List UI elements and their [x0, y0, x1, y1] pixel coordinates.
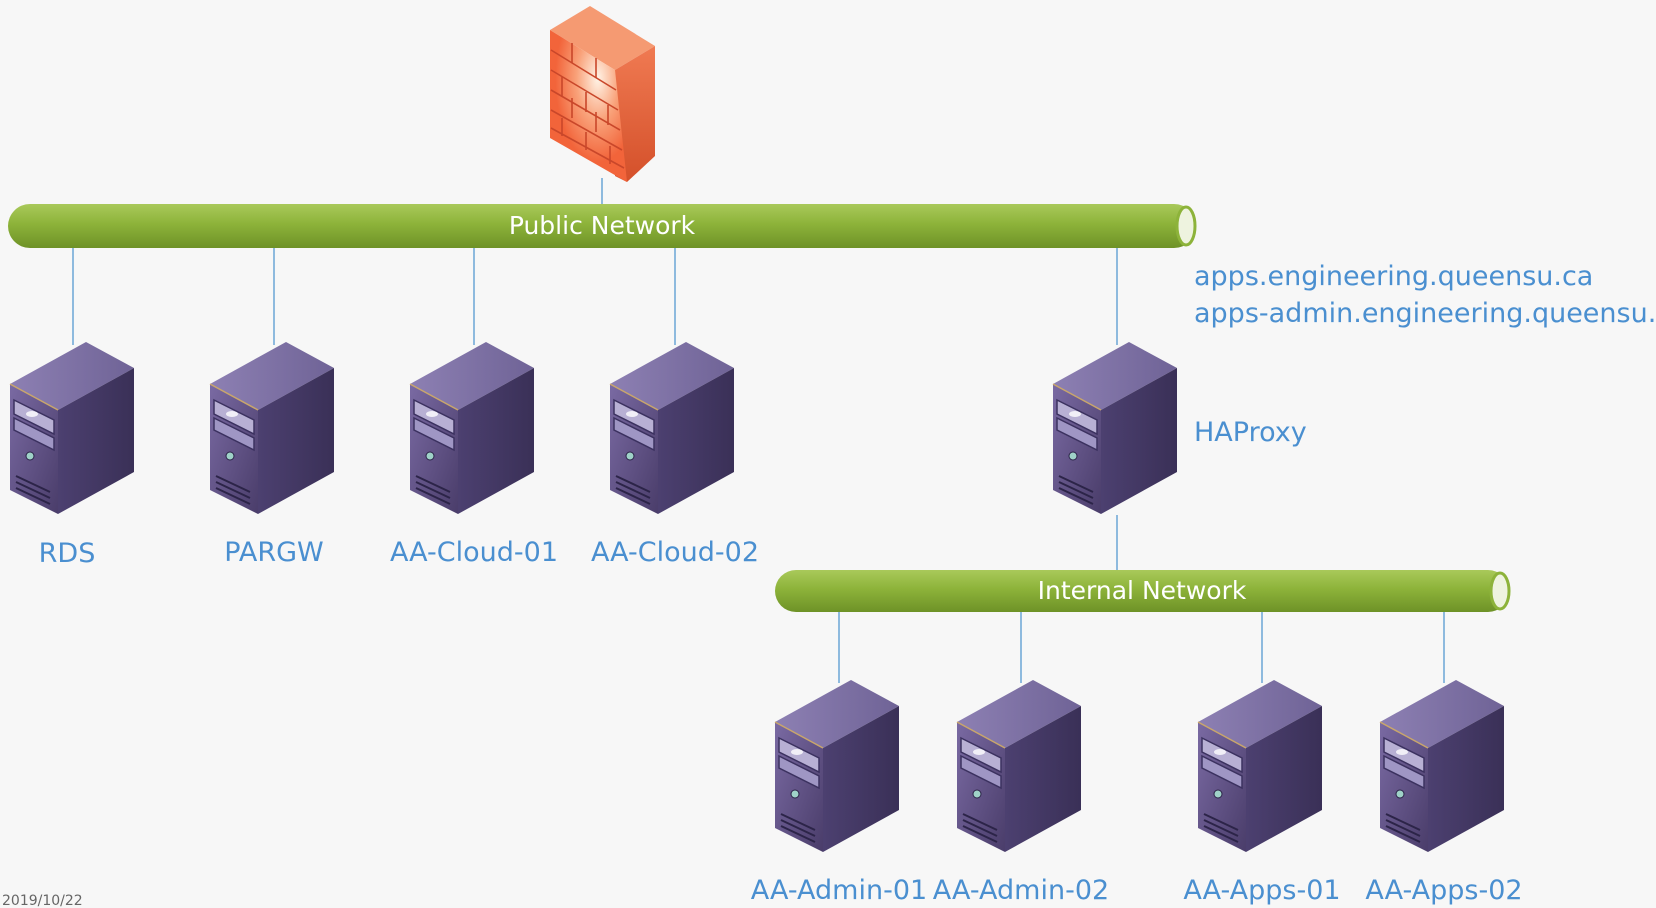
connector-lines	[72, 178, 1445, 683]
server-icon	[1379, 679, 1505, 853]
public-network-bus: Public Network	[8, 204, 1197, 248]
domain-label-apps-admin: apps-admin.engineering.queensu.ca	[1194, 298, 1656, 329]
server-label-aa-cloud-01: AA-Cloud-01	[390, 537, 558, 568]
server-label-pargw: PARGW	[224, 537, 323, 568]
server-label-haproxy: HAProxy	[1194, 417, 1307, 448]
server-label-aa-admin-02: AA-Admin-02	[933, 875, 1109, 906]
firewall-icon	[550, 6, 655, 182]
internal-network-bus: Internal Network	[775, 570, 1511, 612]
server-icon	[1052, 341, 1178, 515]
server-icon	[409, 341, 535, 515]
public-network-label: Public Network	[509, 211, 696, 240]
footer-date: 2019/10/22	[2, 893, 83, 908]
server-icon	[9, 341, 135, 515]
server-icon	[774, 679, 900, 853]
server-label-aa-cloud-02: AA-Cloud-02	[591, 537, 759, 568]
server-icon	[609, 341, 735, 515]
server-icon	[1197, 679, 1323, 853]
server-label-aa-admin-01: AA-Admin-01	[751, 875, 927, 906]
domain-label-apps: apps.engineering.queensu.ca	[1194, 261, 1593, 292]
internal-network-label: Internal Network	[1038, 576, 1247, 605]
server-label-aa-apps-01: AA-Apps-01	[1183, 875, 1340, 906]
server-label-rds: RDS	[39, 538, 96, 569]
server-label-aa-apps-02: AA-Apps-02	[1365, 875, 1522, 906]
server-icon	[209, 341, 335, 515]
server-icon	[956, 679, 1082, 853]
